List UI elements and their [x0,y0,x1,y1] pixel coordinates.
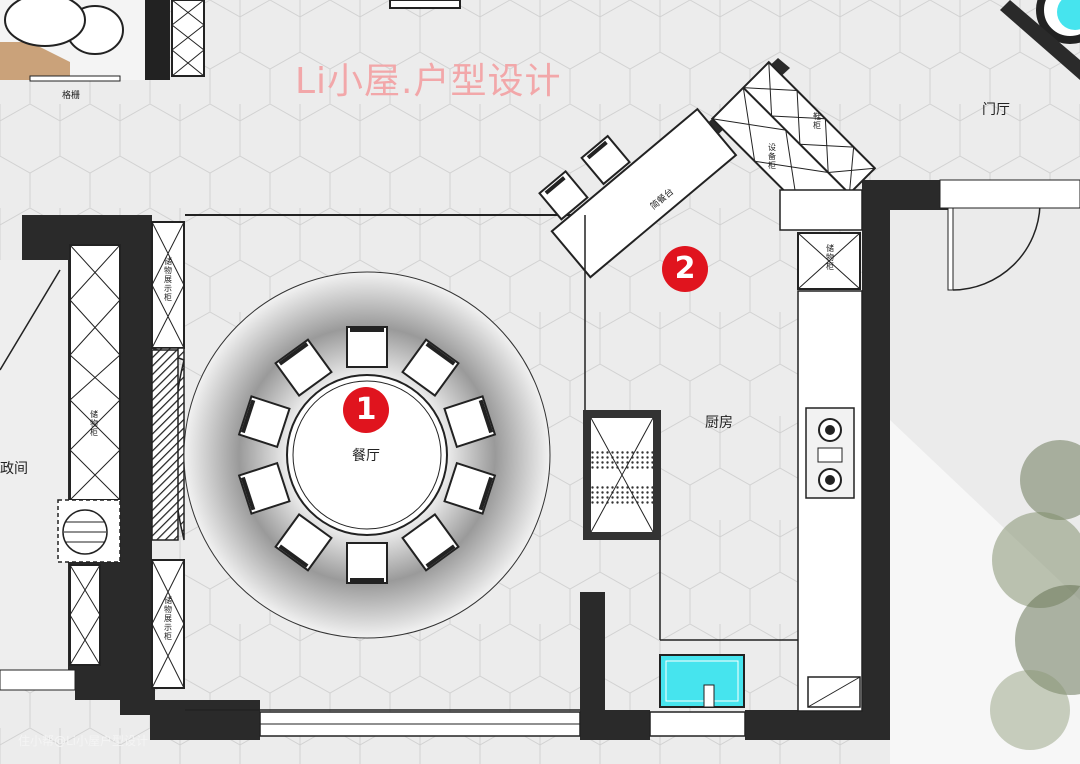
left-storage-cabinet [69,244,121,501]
label-grille: 格栅 [62,91,81,101]
dining-chair [274,338,333,397]
kitchen-sink [659,654,745,708]
room-label-dining: 餐厅 [352,448,380,464]
dining-chair [274,513,333,572]
room-label-foyer: 门厅 [982,102,1010,118]
snack-counter [538,107,738,279]
marker-2: 2 [662,246,708,292]
credit-text: 住小帮@Li小屋户型设计 [18,734,149,748]
label-shoe-cabinet: 鞋柜 [813,112,821,130]
dining-chairs [237,326,497,584]
label-display-cabinet-top: 储物展示柜 [164,257,172,302]
dining-chair [401,338,460,397]
dining-chair [443,395,497,449]
dining-chair [237,395,291,449]
room-label-partial-left: 政间 [0,461,28,477]
label-storage-cabinet-kitchen: 储物柜 [826,244,834,271]
marker-1: 1 [343,387,389,433]
dining-chair [346,542,388,584]
dining-chair [237,461,291,515]
ac-unit [57,499,121,563]
label-display-cabinet-bottom: 储物展示柜 [164,596,172,641]
dining-chair [443,461,497,515]
dining-chair [401,513,460,572]
equipment-cabinet-block [710,60,877,227]
kitchen-counter [797,290,863,712]
tree-icon [990,440,1080,750]
dining-chair [346,326,388,368]
room-label-kitchen: 厨房 [705,415,733,431]
dining-table [286,374,448,536]
label-equipment-cabinet: 设备柜 [768,143,776,170]
watermark-text: Li小屋.户型设计 [295,61,562,102]
label-storage-cabinet-left: 储物柜 [90,410,98,437]
